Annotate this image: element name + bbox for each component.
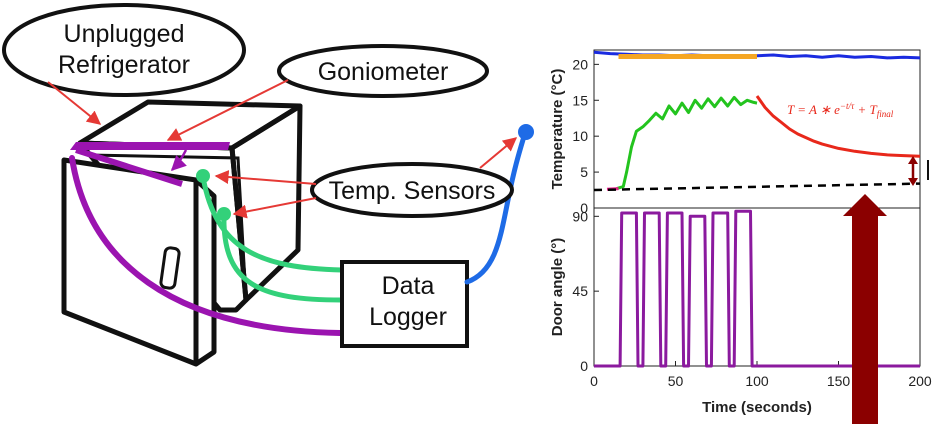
data-logger-box: [340, 260, 469, 348]
callout-refrigerator-line-2: Refrigerator: [58, 51, 190, 79]
time-xtick-label-4: 200: [908, 373, 932, 389]
goniometer-angle-arrow: [170, 149, 188, 172]
temperature-series-inside: [616, 95, 758, 191]
ambient-temp-sensor: [518, 124, 534, 140]
door-angle-ytick-label-2: 90: [572, 208, 588, 224]
time-xtick-label-2: 100: [745, 373, 769, 389]
refrigerator-drawing: [61, 99, 345, 367]
callout-temp-sensors: Temp. Sensors: [214, 137, 518, 219]
ambient-sensor-cable: [464, 130, 528, 285]
pointer-sensor-1: [214, 170, 317, 185]
temp-sensor-1: [196, 169, 210, 183]
pointer-sensor-2: [232, 197, 317, 219]
fridge-door: [61, 157, 217, 367]
door-angle-ylabel: Door angle (°): [549, 238, 566, 337]
temperature-ytick-label-1: 5: [580, 164, 588, 180]
time-xtick-label-0: 0: [590, 373, 598, 389]
callout-goniometer-bubble: [277, 44, 489, 98]
door-angle-ytick-label-1: 45: [572, 283, 588, 299]
big-arrow-head: [843, 194, 887, 216]
time-xtick-label-1: 50: [668, 373, 684, 389]
callout-goniometer-pointer: [166, 79, 289, 141]
fridge-inner-edge: [87, 153, 248, 301]
sensor-cable-2: [221, 211, 345, 303]
callout-temp-sensors-bubble: [310, 162, 514, 218]
offset-arrow-up-head: [908, 156, 918, 164]
door-handle: [159, 246, 181, 290]
temperature-ytick-label-3: 15: [572, 92, 588, 108]
fit-equation-annotation: T = A ∗ e−t/τ + Tfinal: [787, 101, 894, 119]
temperature-plot-frame: [593, 49, 921, 209]
door-angle-ytick-label-0: 0: [580, 358, 588, 374]
logger-line-1: Data: [382, 272, 435, 300]
temperature-ytick-label-2: 10: [572, 128, 588, 144]
logger-line-2: Logger: [369, 303, 447, 331]
time-xtick-label-3: 150: [827, 373, 851, 389]
callout-goniometer: Goniometer: [166, 44, 489, 141]
temperature-series-exp-fit: [755, 95, 921, 158]
big-arrow-shaft: [852, 212, 878, 424]
temp-sensor-2: [217, 207, 231, 221]
callout-refrigerator-line-1: Unplugged: [64, 20, 185, 48]
callout-refrigerator: Unplugged Refrigerator: [2, 3, 246, 125]
goniometer-arm: [75, 147, 183, 187]
temperature-ylabel: Temperature (°C): [549, 69, 566, 190]
goniometer-cable: [69, 155, 343, 336]
offset-arrow-down-head: [908, 178, 918, 186]
temperature-ytick-label-4: 20: [572, 56, 588, 72]
callout-temp-sensors-text: Temp. Sensors: [329, 177, 496, 205]
temperature-plot: 0 5 10 15 20 Temperature (°C) T = A ∗ e−t/τ …: [549, 49, 929, 216]
big-dark-red-arrow: [843, 194, 887, 424]
pointer-ambient-sensor: [479, 137, 518, 169]
callout-refrigerator-bubble: [2, 3, 246, 97]
door-angle-series-door-angle: [594, 209, 920, 368]
data-logger: Data Logger: [340, 260, 469, 348]
callout-goniometer-text: Goniometer: [318, 58, 449, 86]
goniometer-bar: [70, 142, 230, 150]
sensor-cable-1: [200, 174, 345, 273]
temperature-ytick-label-0: 0: [580, 200, 588, 216]
time-xlabel: Time (seconds): [702, 399, 812, 416]
temperature-series-baseline: [593, 182, 921, 192]
callout-refrigerator-pointer: [47, 81, 102, 125]
